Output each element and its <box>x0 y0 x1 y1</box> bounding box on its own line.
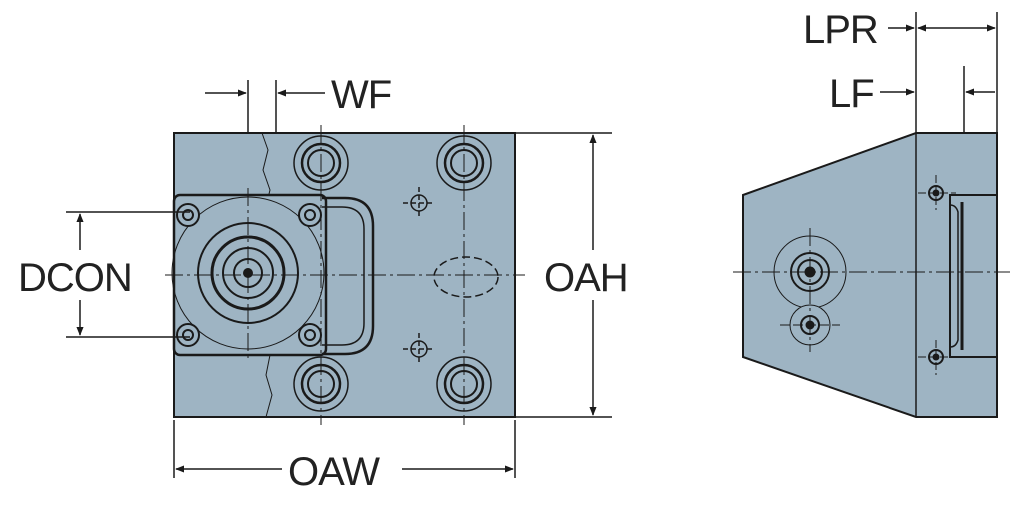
wf-label: WF <box>331 73 391 117</box>
lf-label: LF <box>829 72 874 116</box>
dcon-dimension <box>66 211 190 338</box>
handle-loop-inner <box>322 206 365 346</box>
wf-dimension <box>205 80 325 133</box>
break-line-lower <box>265 354 273 418</box>
oaw-dimension <box>173 420 516 478</box>
lpr-dimension <box>888 12 998 133</box>
lf-dimension <box>880 66 995 133</box>
lpr-label: LPR <box>803 8 878 52</box>
front-centerlines <box>165 125 525 425</box>
dcon-label: DCON <box>18 256 132 300</box>
oah-label: OAH <box>544 256 628 300</box>
handle-loop <box>322 196 375 356</box>
front-view: WF DCON OAH OAW <box>18 73 629 494</box>
side-view: LPR LF <box>733 8 1010 418</box>
side-clamp-slot <box>949 194 997 358</box>
dowel-markers <box>403 187 435 365</box>
side-clamp-edge <box>949 204 959 348</box>
side-centerlines <box>733 175 1010 375</box>
plate-screws <box>176 203 322 347</box>
oaw-label: OAW <box>288 450 380 494</box>
hidden-slot <box>433 256 499 298</box>
oah-dimension <box>515 132 612 418</box>
